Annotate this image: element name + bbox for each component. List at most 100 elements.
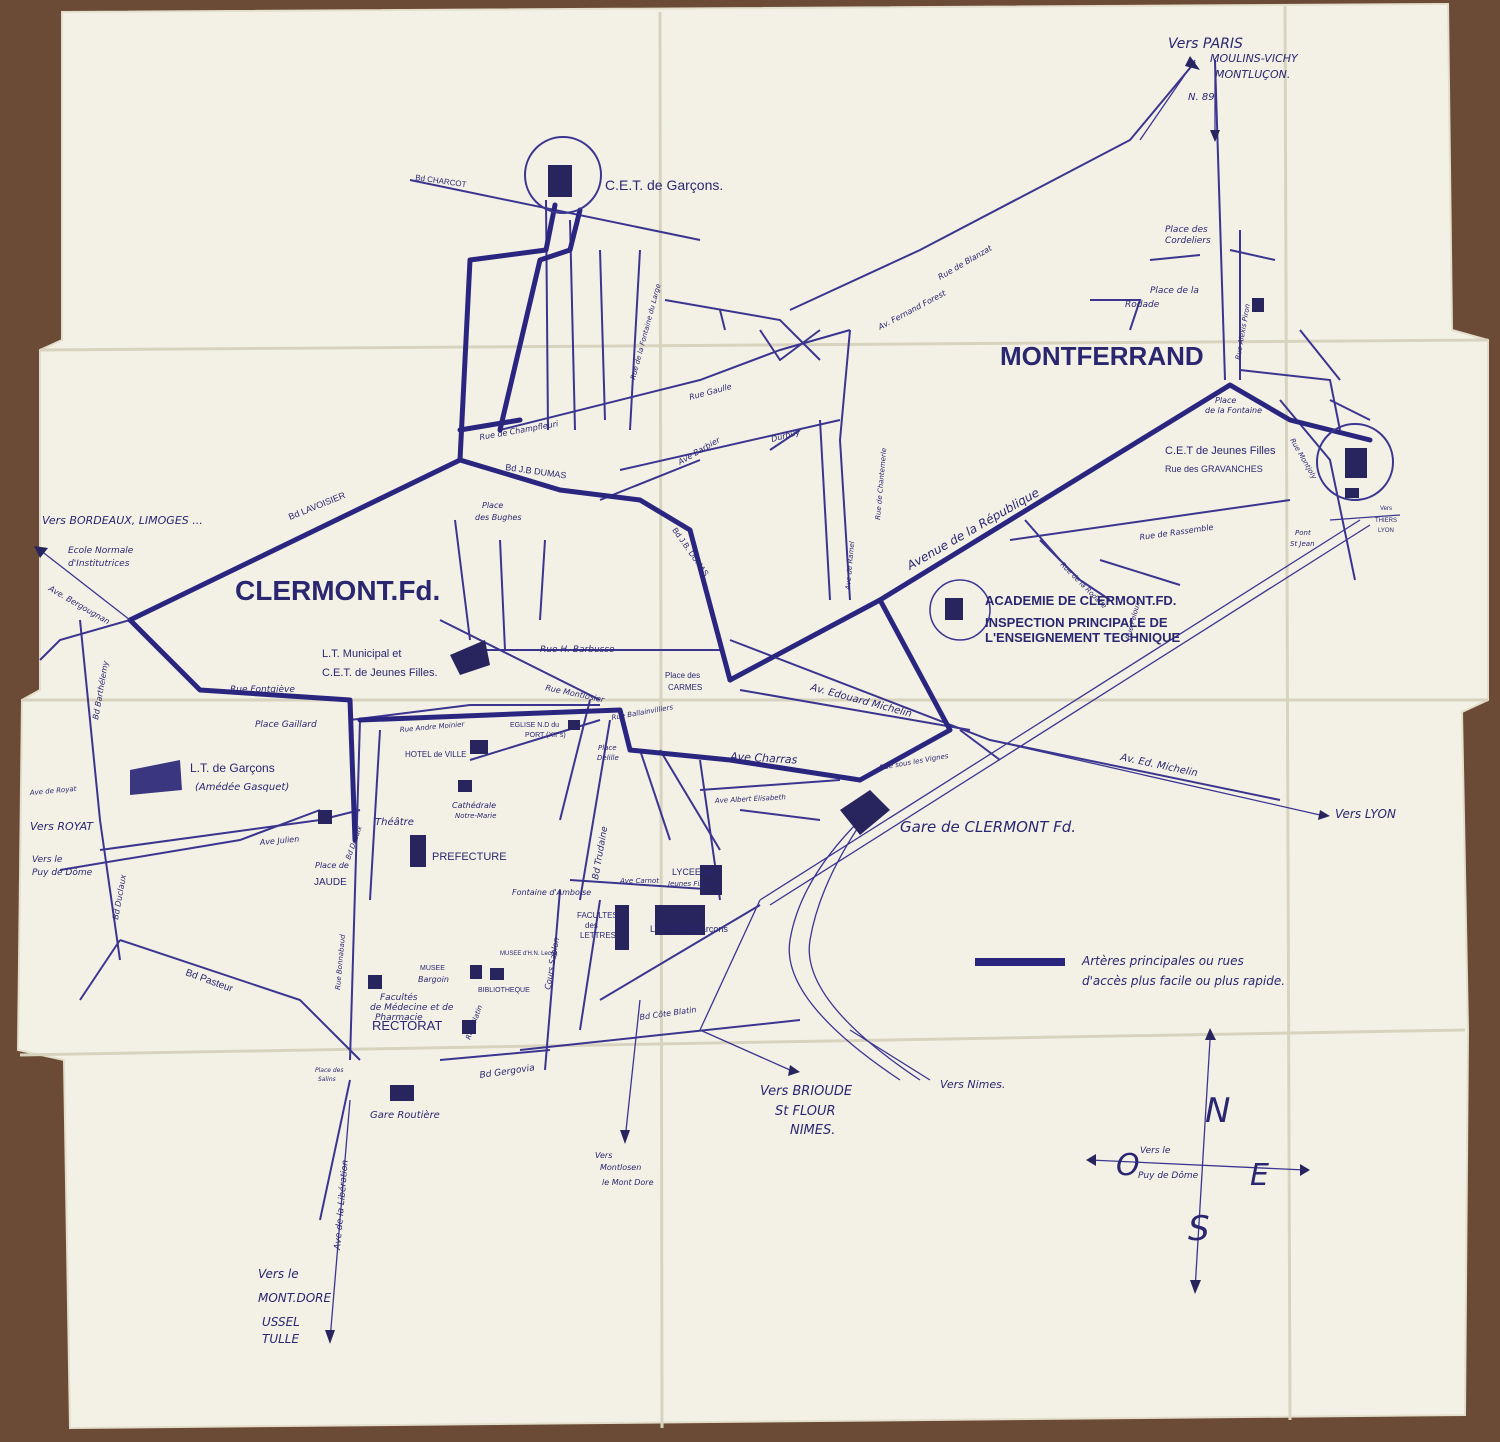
cet-jeunes-filles-circle [1316, 423, 1394, 501]
label-place-fontaine-1: Place [1215, 396, 1236, 405]
label-rue-gravanches: Rue des GRAVANCHES [1165, 464, 1263, 474]
railway [699, 519, 1371, 1081]
label-cet-jeunes-filles: C.E.T de Jeunes Filles [1165, 445, 1276, 457]
compass-note-1: Vers le [1140, 1146, 1171, 1156]
compass-east: E [1250, 1158, 1269, 1193]
label-rue-fontgieve: Rue Fontgiève [230, 684, 295, 695]
label-rue-barbusse: Rue H. Barbusse [540, 645, 615, 655]
label-vers-montdore-2: MONT.DORE [258, 1291, 332, 1305]
label-ecole-normale-2: d'Institutrices [68, 559, 130, 569]
label-facultes-medecine-2: de Médecine et de [370, 1002, 454, 1013]
cet-garcons-circle [524, 136, 602, 214]
label-vers-brioude-1: Vers BRIOUDE [760, 1084, 853, 1099]
label-place-salins-2: Salins [318, 1076, 336, 1083]
label-av-albert-elisabeth: Ave Albert Elisabeth [714, 793, 786, 805]
buildings [130, 165, 1367, 1101]
compass-north: N [1205, 1091, 1230, 1131]
compass-rose: N S E O Vers le Puy de Dôme [1086, 1028, 1310, 1294]
label-facultes-lettres-1: FACULTES [577, 911, 618, 920]
label-lycee-filles-2: Jeunes Filles [666, 880, 712, 888]
label-av-charras: Ave Charras [729, 750, 798, 767]
label-place-salins-1: Place des [315, 1067, 344, 1074]
label-vers-paris-2: MOULINS-VICHY [1210, 52, 1299, 65]
label-vers-puy-1: Vers le [32, 855, 63, 865]
label-lt-garcons-sub: (Amédée Gasquet) [195, 781, 289, 793]
label-vers-montdore-4: TULLE [262, 1332, 299, 1346]
label-place-jaude-2: JAUDE [314, 877, 347, 888]
label-facultes-medecine-3: Pharmacie [375, 1013, 423, 1023]
label-eglise-1: EGLISE N.D du [510, 722, 559, 729]
label-bibliotheque: BIBLIOTHEQUE [478, 987, 530, 994]
label-av-julien: Ave Julien [258, 835, 299, 847]
label-facultes-medecine-1: Facultés [380, 992, 418, 1003]
label-eglise-2: PORT (XII°s) [525, 731, 566, 739]
label-lt-municipal-2: C.E.T. de Jeunes Filles. [322, 667, 438, 679]
legend-line-2: d'accès plus facile ou plus rapide. [1082, 974, 1285, 988]
label-fontaine: Fontaine d'Amboise [512, 888, 591, 897]
city-label-clermont: CLERMONT.Fd. [235, 575, 440, 606]
label-place-delille-1: Place [598, 744, 617, 752]
label-vers-brioude-2: St FLOUR [775, 1104, 836, 1119]
label-vers-brioude-3: NIMES. [790, 1123, 835, 1138]
label-place-cordeliers-1: Place des [1165, 225, 1208, 235]
label-vers-nimes: Vers Nimes. [940, 1078, 1005, 1091]
label-vers-lyon: Vers LYON [1335, 807, 1396, 821]
compass-west: O [1116, 1148, 1140, 1183]
label-vers-paris-3: MONTLUÇON. [1215, 68, 1290, 81]
compass-south: S [1188, 1209, 1210, 1249]
label-musee-bargoin-2: Bargoin [418, 975, 449, 984]
label-vers-montdore-3: USSEL [262, 1315, 300, 1329]
label-lt-garcons: L.T. de Garçons [190, 761, 275, 775]
label-pont-1: Pont [1295, 529, 1311, 537]
label-av-carnot: Ave Carnot [619, 877, 659, 885]
legend: Artères principales ou rues d'accès plus… [975, 954, 1285, 988]
label-place-delille-2: Delille [597, 754, 619, 762]
label-vers-puy-2: Puy de Dôme [32, 867, 93, 878]
label-rectorat: RECTORAT [372, 1018, 442, 1033]
direction-arrows [34, 56, 1401, 1344]
label-lt-municipal-1: L.T. Municipal et [322, 648, 401, 660]
fold-lines [19, 5, 1489, 1429]
label-vers-montdore-south-1: Vers [595, 1151, 612, 1160]
legend-swatch [975, 958, 1065, 966]
label-vers-montdore-south-3: le Mont Dore [602, 1178, 654, 1187]
label-gare-routiere: Gare Routière [370, 1109, 440, 1121]
label-place-carmes-2: CARMES [668, 683, 702, 692]
legend-line-1: Artères principales ou rues [1081, 954, 1244, 968]
paper-sheet [16, 2, 1489, 1430]
label-vers-royat: Vers ROYAT [30, 820, 94, 833]
label-academie: ACADEMIE DE CLERMONT.FD. [985, 593, 1176, 608]
label-place-bughes-2: des Bughes [475, 513, 522, 522]
label-place-rodade-1: Place de la [1150, 286, 1199, 296]
label-facultes-lettres-3: LETTRES [580, 931, 616, 940]
label-place-cordeliers-2: Cordeliers [1165, 236, 1211, 246]
label-pont-2: St Jean [1290, 540, 1315, 548]
label-vers-thiers-1: Vers [1380, 506, 1392, 512]
main-arteries [127, 202, 1373, 843]
label-vers-montdore-1: Vers le [258, 1267, 299, 1281]
label-inspection-1: INSPECTION PRINCIPALE DE [985, 615, 1168, 630]
label-place-rodade-2: Rodade [1125, 300, 1160, 310]
streets [39, 59, 1371, 1221]
label-hotel-de-ville: HOTEL de VILLE [405, 750, 467, 759]
label-cathedrale-1: Cathédrale [452, 800, 496, 810]
label-vers-paris-1: Vers PARIS [1168, 36, 1243, 52]
label-place-bughes-1: Place [482, 501, 503, 510]
label-lycee-garcons: LYCEE de Garçons [650, 924, 728, 934]
label-cet-garcons: C.E.T. de Garçons. [605, 177, 723, 193]
label-place-gaillard: Place Gaillard [255, 720, 317, 730]
label-vers-montdore-south-2: Montlosen [600, 1163, 641, 1172]
label-vers-bordeaux: Vers BORDEAUX, LIMOGES ... [42, 514, 203, 527]
label-facultes-lettres-2: des [585, 921, 598, 930]
label-prefecture: PREFECTURE [432, 851, 507, 863]
label-musee-hn: MUSEE d'H.N. Lecoq [500, 951, 558, 957]
label-n89: N. 89 [1188, 92, 1215, 103]
academie-circle [929, 579, 991, 641]
label-inspection-2: L'ENSEIGNEMENT TECHNIQUE [985, 630, 1181, 645]
label-place-fontaine-2: de la Fontaine [1205, 406, 1262, 415]
label-vers-thiers-2: THIERS [1375, 518, 1397, 524]
label-musee-bargoin-1: MUSEE [420, 965, 445, 972]
compass-note-2: Puy de Dôme [1138, 1170, 1199, 1181]
label-theatre: Théâtre [375, 816, 414, 828]
